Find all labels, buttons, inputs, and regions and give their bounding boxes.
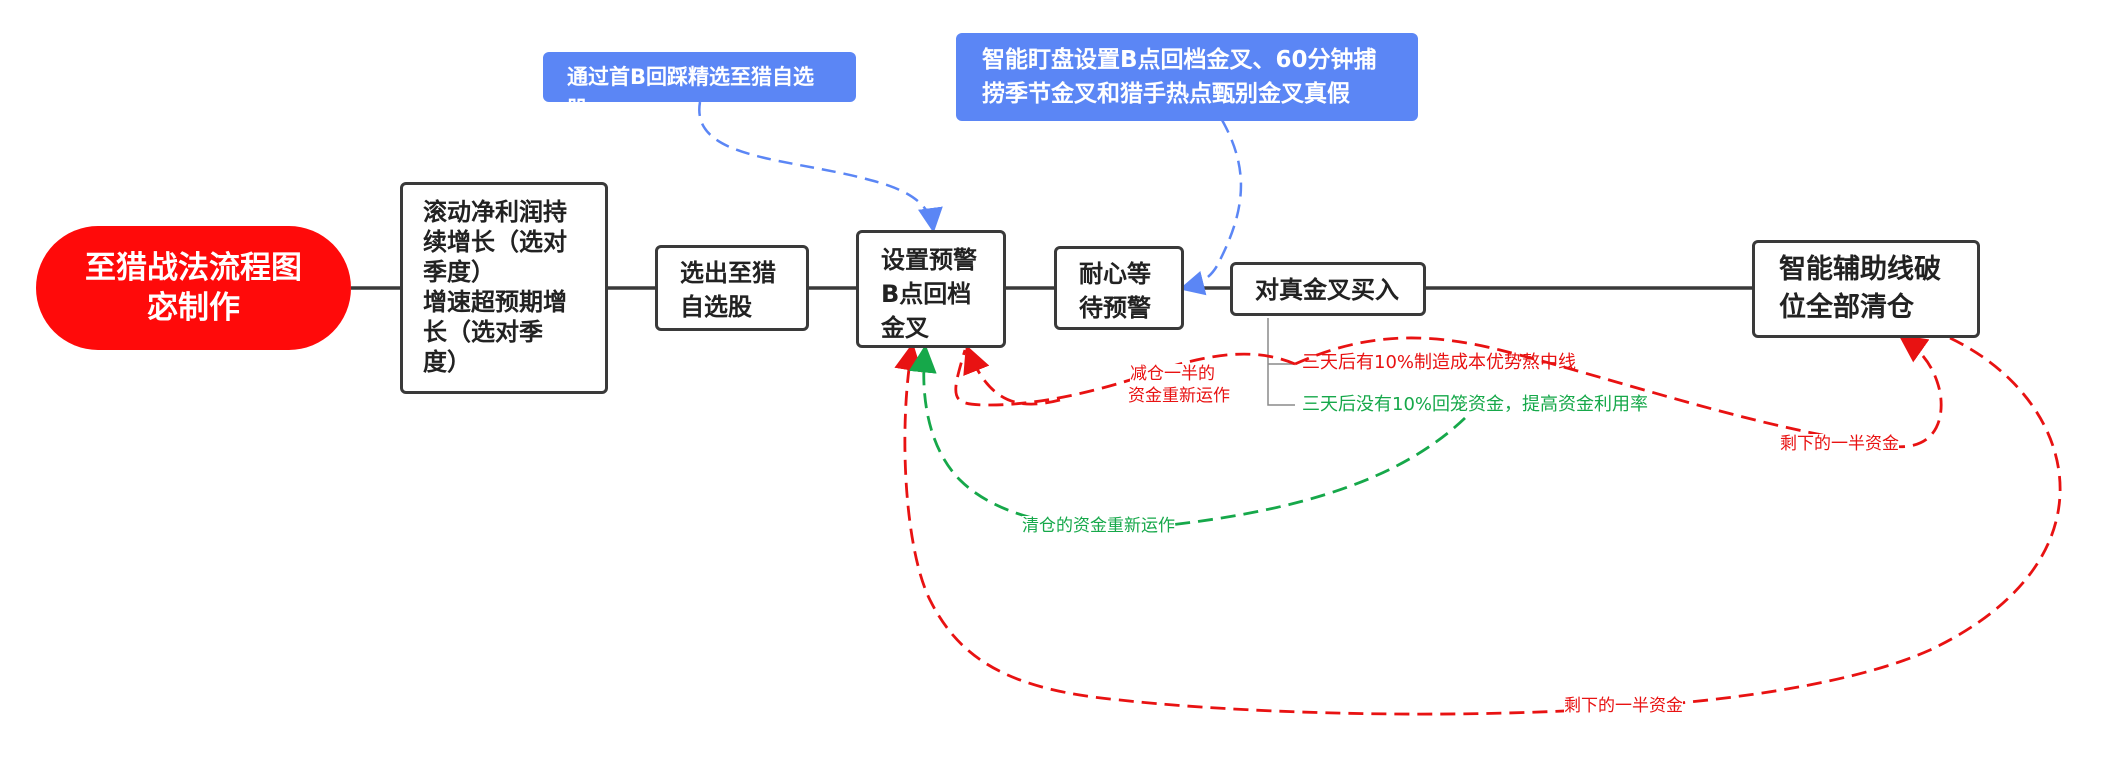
flow-red-reduce-curve-a	[954, 349, 1296, 407]
criteria-line2: 续增长（选对	[423, 228, 567, 256]
exit-node[interactable]: 智能辅助线破 位全部清仓	[1752, 240, 1980, 338]
criteria-line6: 度）	[423, 348, 471, 376]
flow-red-big-loop	[894, 336, 2062, 716]
flow-red-loop-exit	[1889, 334, 1943, 449]
criteria-line4: 增速超预期增	[423, 288, 567, 316]
branch-red-label: 三天后有10%制造成本优势熬中线	[1302, 352, 1577, 373]
criteria-line1: 滚动净利润持	[423, 198, 567, 226]
root-title-line2: 宓制作	[147, 290, 240, 326]
callout-arrow-smart-monitor	[1179, 119, 1243, 296]
criteria-node[interactable]: 滚动净利润持 续增长（选对 季度） 增速超预期增 长（选对季 度）	[400, 182, 608, 394]
alert-line1: 设置预警	[881, 246, 977, 274]
criteria-line5: 长（选对季	[423, 318, 543, 346]
select-line2: 自选股	[680, 293, 752, 321]
callout-first-b-label: 通过首B回踩精选至猎自选股	[567, 65, 815, 121]
callout-smart-monitor[interactable]: 智能盯盘设置B点回档金叉、60分钟捕 捞季节金叉和猎手热点甄别金叉真假	[956, 33, 1418, 121]
bracket-green	[1267, 318, 1295, 406]
branch-bracket	[1267, 318, 1295, 406]
buy-node[interactable]: 对真金叉买入	[1230, 262, 1426, 316]
root-title-node[interactable]: 至猎战法流程图 宓制作	[36, 226, 351, 350]
callout-smart-line2: 捞季节金叉和猎手热点甄别金叉真假	[982, 81, 1350, 107]
exit-line1: 智能辅助线破	[1779, 254, 1941, 285]
alert-line3: 金叉	[881, 314, 929, 342]
callout-first-b[interactable]: 通过首B回踩精选至猎自选股	[543, 52, 856, 121]
criteria-line3: 季度）	[423, 258, 495, 286]
wait-line2: 待预警	[1079, 294, 1151, 322]
wait-node[interactable]: 耐心等 待预警	[1054, 246, 1184, 330]
flow-label-reduce-2: 资金重新运作	[1128, 386, 1230, 407]
select-stock-node[interactable]: 选出至猎 自选股	[655, 245, 809, 331]
flow-label-reduce-1: 减仓一半的	[1130, 364, 1215, 385]
flow-red-to-alert	[963, 344, 1061, 406]
flow-red-remaining-curve	[1294, 336, 1891, 448]
wait-line1: 耐心等	[1079, 260, 1151, 288]
buy-label: 对真金叉买入	[1255, 276, 1399, 304]
branch-green-label: 三天后没有10%回笼资金，提高资金利用率	[1302, 394, 1649, 415]
flow-label-remaining-a: 剩下的一半资金	[1780, 434, 1899, 455]
set-alert-node[interactable]: 设置预警 B点回档 金叉	[856, 230, 1006, 348]
select-line1: 选出至猎	[680, 259, 776, 287]
callout-smart-line1: 智能盯盘设置B点回档金叉、60分钟捕	[982, 47, 1377, 73]
flow-label-remaining-b: 剩下的一半资金	[1564, 696, 1683, 717]
exit-line2: 位全部清仓	[1779, 292, 1914, 323]
alert-line2: B点回档	[881, 280, 972, 308]
root-title-line1: 至猎战法流程图	[85, 250, 302, 286]
flow-label-cleared: 清仓的资金重新运作	[1022, 516, 1175, 537]
